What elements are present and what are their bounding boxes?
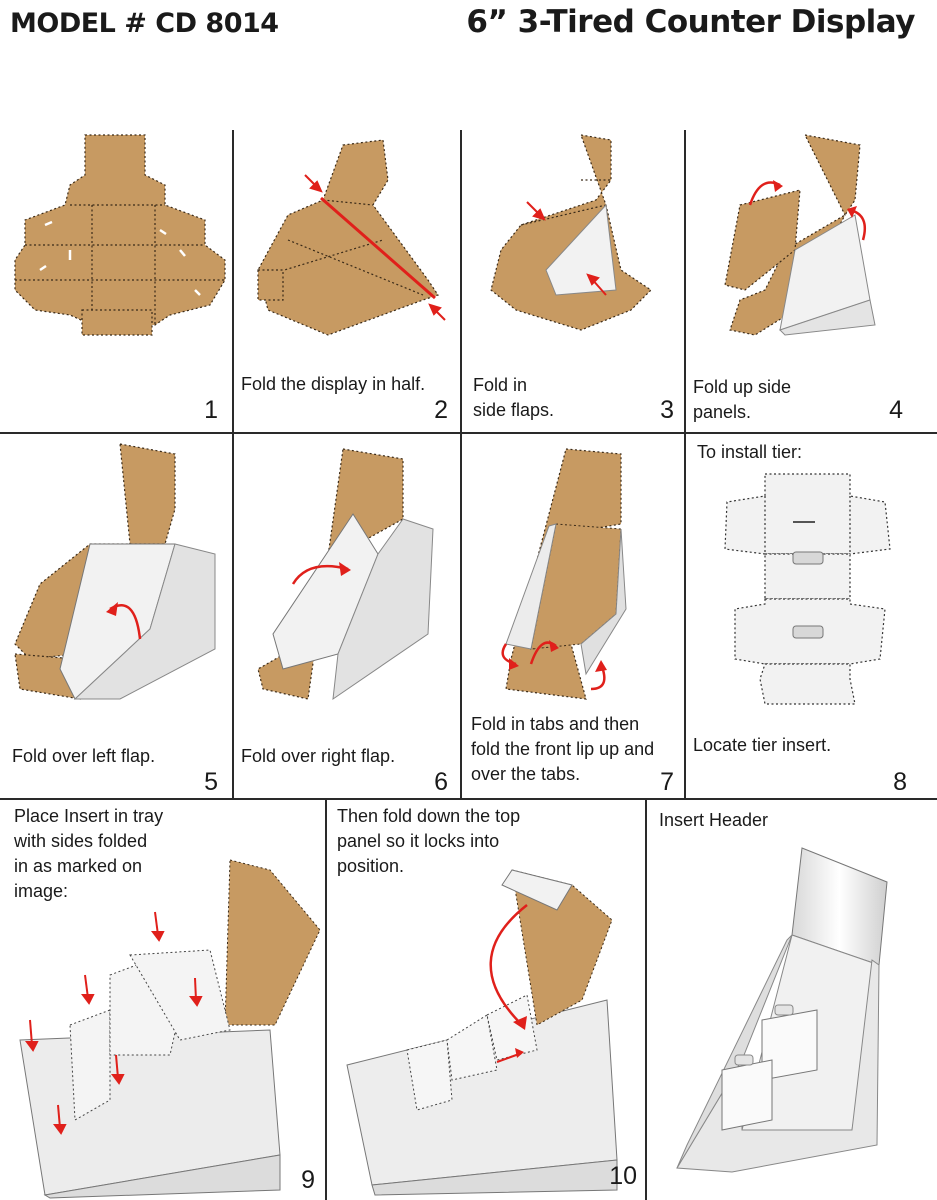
step-number: 3 <box>660 396 674 424</box>
step-number: 4 <box>889 396 903 424</box>
divider <box>684 130 686 432</box>
step-5-panel: Fold over left flap. 5 <box>0 434 232 798</box>
divider <box>232 130 234 432</box>
step-caption: Insert Header <box>659 810 769 830</box>
folded-half-illustration <box>257 139 446 336</box>
step-caption: Fold the display in half. <box>241 374 426 394</box>
divider <box>684 432 686 799</box>
tier-insert-illustration <box>724 473 891 705</box>
finished-display-illustration <box>676 847 888 1173</box>
step-number: 9 <box>301 1166 315 1194</box>
step-number: 6 <box>434 768 448 796</box>
document-title: 6” 3-Tired Counter Display <box>466 4 915 40</box>
step-caption: Place Insert in tray with sides folded i… <box>14 806 164 901</box>
step-10-panel: Then fold down the top panel so it locks… <box>327 800 645 1200</box>
right-flap-illustration <box>257 448 434 701</box>
step-8-panel: To install tier: Locate tier insert. 8 <box>685 434 937 798</box>
step-7-panel: Fold in tabs and then fold the front lip… <box>461 434 684 798</box>
step-number: 2 <box>434 396 448 424</box>
step-3-panel: Fold in side flaps. 3 <box>461 130 684 432</box>
divider <box>232 432 234 799</box>
insert-in-tray-illustration <box>19 859 321 1199</box>
step-caption: Fold in side flaps. <box>473 375 555 420</box>
divider <box>645 798 647 1200</box>
divider <box>0 432 937 434</box>
step-1-panel: 1 <box>0 130 232 432</box>
side-flaps-illustration <box>490 134 652 331</box>
divider <box>0 798 937 800</box>
divider <box>460 432 462 799</box>
lock-top-panel-illustration <box>346 869 618 1196</box>
step-2-panel: Fold the display in half. 2 <box>233 130 460 432</box>
step-caption: Fold over left flap. <box>12 746 156 766</box>
step-number: 5 <box>204 768 218 796</box>
step-9-panel: Place Insert in tray with sides folded i… <box>0 800 325 1200</box>
model-number: MODEL # CD 8014 <box>10 8 279 39</box>
step-number: 7 <box>660 768 674 796</box>
step-caption: Fold in tabs and then fold the front lip… <box>471 714 655 784</box>
left-flap-illustration <box>14 443 216 700</box>
step-caption: Fold over right flap. <box>241 746 396 766</box>
divider <box>460 130 462 432</box>
step-number: 1 <box>204 396 218 424</box>
tabs-front-lip-illustration <box>501 448 627 700</box>
step-6-panel: Fold over right flap. 6 <box>233 434 460 798</box>
step-number: 8 <box>893 768 907 796</box>
step-top-caption: To install tier: <box>697 442 803 462</box>
step-number: 10 <box>609 1162 637 1190</box>
step-caption: Then fold down the top panel so it locks… <box>337 806 521 876</box>
step-caption: Locate tier insert. <box>693 735 832 755</box>
insert-header-panel: Insert Header <box>647 800 937 1200</box>
step-4-panel: Fold up side panels. 4 <box>685 130 937 432</box>
flat-blank-illustration <box>14 134 226 336</box>
side-panels-illustration <box>724 134 876 336</box>
step-caption: Fold up side panels. <box>693 377 792 422</box>
divider <box>325 798 327 1200</box>
